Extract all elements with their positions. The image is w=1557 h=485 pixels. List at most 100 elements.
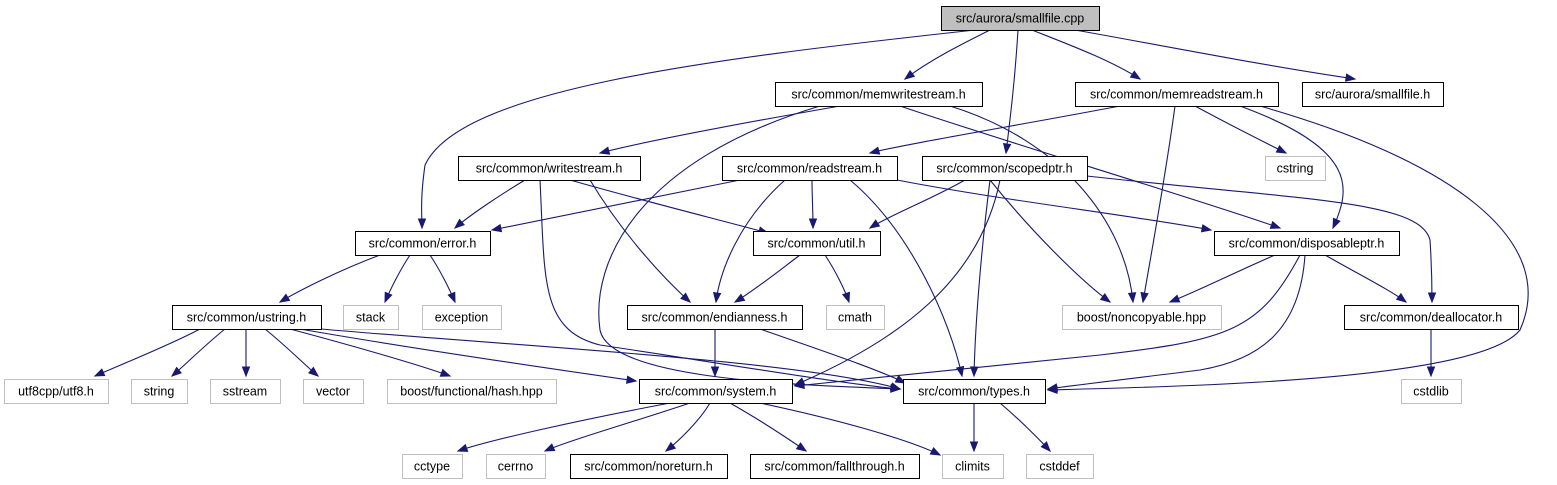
arrowhead-icon xyxy=(808,218,818,230)
edge-types-to-cstddef xyxy=(999,402,1051,453)
node-box xyxy=(722,156,898,181)
edge-line xyxy=(1239,105,1344,229)
edge-line xyxy=(299,328,637,382)
node-readstream[interactable]: src/common/readstream.h xyxy=(722,156,898,181)
arrowhead-icon xyxy=(453,218,465,229)
node-label: vector xyxy=(316,385,350,399)
node-hash: boost/functional/hash.hpp xyxy=(387,379,557,404)
edge-endianness-to-types xyxy=(759,328,907,384)
edges-layer xyxy=(93,29,1529,456)
edge-line xyxy=(949,105,1134,303)
node-label: src/common/noreturn.h xyxy=(584,460,713,474)
arrowhead-icon xyxy=(868,219,881,229)
node-label: src/common/system.h xyxy=(655,385,777,399)
node-fallthrough[interactable]: src/common/fallthrough.h xyxy=(750,454,920,479)
edge-line xyxy=(1324,254,1407,303)
node-box xyxy=(941,6,1100,31)
edge-line xyxy=(759,402,941,456)
node-memreadstream[interactable]: src/common/memreadstream.h xyxy=(1075,82,1279,107)
edge-line xyxy=(264,328,319,377)
edge-line xyxy=(1086,175,1433,303)
node-ustring[interactable]: src/common/ustring.h xyxy=(172,305,322,330)
node-util[interactable]: src/common/util.h xyxy=(753,231,881,256)
arrowhead-icon xyxy=(1040,441,1051,453)
node-box xyxy=(639,379,793,404)
arrowhead-icon xyxy=(1099,292,1112,303)
edge-line xyxy=(973,179,991,377)
node-box xyxy=(303,379,364,404)
arrowhead-icon xyxy=(710,366,720,378)
edge-error-to-exception xyxy=(429,254,456,304)
arrowhead-icon xyxy=(795,442,808,452)
edge-smallfile_cpp-to-smallfile_h xyxy=(1074,29,1357,82)
edge-line xyxy=(599,105,841,154)
edge-line xyxy=(1005,29,1019,154)
arrowhead-icon xyxy=(447,291,456,304)
arrowhead-icon xyxy=(1002,143,1012,155)
arrowhead-icon xyxy=(1140,291,1149,304)
edge-error-to-ustring xyxy=(278,254,381,303)
node-box xyxy=(570,454,728,479)
arrowhead-icon xyxy=(1395,292,1408,303)
edge-ustring-to-string xyxy=(170,328,226,377)
edge-memwritestream-to-noncopyable xyxy=(949,105,1137,304)
edge-line xyxy=(734,254,801,303)
node-noreturn[interactable]: src/common/noreturn.h xyxy=(570,454,728,479)
edge-disposableptr-to-types xyxy=(1046,254,1306,392)
arrowhead-icon xyxy=(889,382,902,391)
node-label: cmath xyxy=(838,311,872,325)
edge-writestream-to-types xyxy=(539,179,902,393)
arrowhead-icon xyxy=(955,365,965,378)
arrowhead-icon xyxy=(1129,70,1142,80)
edge-smallfile_cpp-to-scopedptr xyxy=(1002,29,1019,155)
edge-ustring-to-types xyxy=(320,328,902,391)
edge-system-to-cctype xyxy=(456,402,671,452)
arrowhead-icon xyxy=(1427,292,1437,304)
node-box xyxy=(1265,156,1326,181)
edge-line xyxy=(899,105,1281,229)
node-endianness[interactable]: src/common/endianness.h xyxy=(627,305,803,330)
node-box xyxy=(131,379,188,404)
node-error[interactable]: src/common/error.h xyxy=(355,231,491,256)
arrowhead-icon xyxy=(1046,383,1059,392)
arrowhead-icon xyxy=(712,292,722,304)
node-cstdlib: cstdlib xyxy=(1401,379,1462,404)
node-memwritestream[interactable]: src/common/memwritestream.h xyxy=(775,82,983,107)
node-disposableptr[interactable]: src/common/disposableptr.h xyxy=(1214,231,1400,256)
edge-ustring-to-utf8 xyxy=(93,328,201,377)
node-label: src/common/error.h xyxy=(369,237,477,251)
node-label: exception xyxy=(435,311,489,325)
node-smallfile_cpp[interactable]: src/aurora/smallfile.cpp xyxy=(941,6,1100,31)
arrowhead-icon xyxy=(241,366,251,378)
arrowhead-icon xyxy=(1332,217,1341,230)
node-smallfile_h[interactable]: src/aurora/smallfile.h xyxy=(1302,82,1444,107)
node-deallocator[interactable]: src/common/deallocator.h xyxy=(1344,305,1519,330)
node-types[interactable]: src/common/types.h xyxy=(903,379,1046,404)
arrowhead-icon xyxy=(929,446,942,456)
edge-readstream-to-error xyxy=(490,179,741,233)
edge-disposableptr-to-noncopyable xyxy=(1168,254,1276,303)
node-box xyxy=(402,454,463,479)
arrowhead-icon xyxy=(625,375,638,384)
edge-line xyxy=(1047,254,1306,390)
node-label: src/common/deallocator.h xyxy=(1360,311,1502,325)
node-writestream[interactable]: src/common/writestream.h xyxy=(458,156,641,181)
node-climits: climits xyxy=(942,454,1004,479)
node-system[interactable]: src/common/system.h xyxy=(639,379,793,404)
node-label: src/common/fallthrough.h xyxy=(764,460,904,474)
node-utf8: utf8cpp/utf8.h xyxy=(4,379,109,404)
edge-types-to-climits xyxy=(969,402,979,453)
node-scopedptr[interactable]: src/common/scopedptr.h xyxy=(922,156,1088,181)
arrowhead-icon xyxy=(598,146,611,155)
node-string: string xyxy=(131,379,188,404)
edge-smallfile_cpp-to-error xyxy=(417,29,976,230)
node-box xyxy=(1302,82,1444,107)
edge-line xyxy=(589,179,691,303)
edge-readstream-to-disposableptr xyxy=(896,179,1213,233)
node-box xyxy=(750,454,920,479)
edge-readstream-to-endianness xyxy=(712,179,786,304)
node-box xyxy=(826,305,885,330)
edge-system-to-climits xyxy=(759,402,942,456)
node-box xyxy=(1075,82,1279,107)
